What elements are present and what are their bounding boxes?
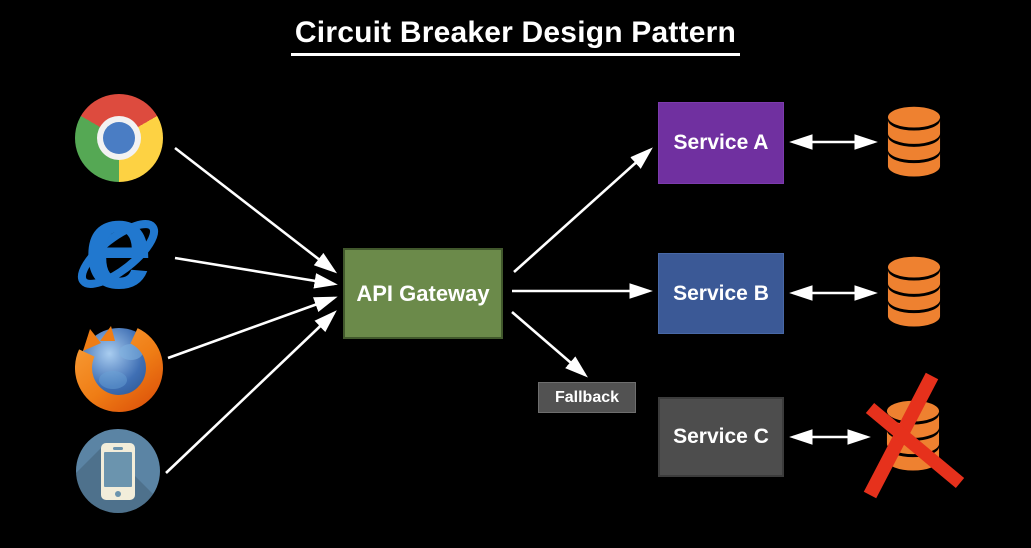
chrome-icon xyxy=(75,94,163,182)
globe-continent xyxy=(119,344,143,360)
internet-explorer-icon: e xyxy=(72,177,164,315)
service-a-box: Service A xyxy=(658,102,784,184)
ie-orbit-ring xyxy=(77,220,159,288)
fallback-label: Fallback xyxy=(554,388,620,406)
api-gateway-label: API Gateway xyxy=(356,280,490,306)
phone-screen xyxy=(104,452,132,487)
database-b-icon xyxy=(887,256,941,327)
phone-body xyxy=(101,443,135,500)
arrow-mobile-to-gateway xyxy=(165,310,337,474)
service-c-box: Service C xyxy=(658,397,784,477)
arrow-ie-to-gateway xyxy=(174,256,338,289)
api-gateway-box: API Gateway xyxy=(343,248,503,339)
ie-e-glyph: e xyxy=(84,177,153,315)
firefox-ear xyxy=(83,329,101,351)
service-b-box: Service B xyxy=(658,253,784,334)
arrow-chrome-to-gateway xyxy=(174,146,338,274)
firefox-ear xyxy=(100,326,115,341)
title-row: Circuit Breaker Design Pattern xyxy=(0,16,1031,56)
mobile-phone-icon xyxy=(76,429,160,513)
service-b-label: Service B xyxy=(673,281,769,305)
arrow-gateway-to-fallback xyxy=(511,311,588,378)
firefox-icon xyxy=(74,324,163,417)
service-a-label: Service A xyxy=(673,131,769,154)
database-a-icon xyxy=(887,106,941,177)
page-title: Circuit Breaker Design Pattern xyxy=(290,16,741,56)
service-c-label: Service C xyxy=(673,425,769,448)
chrome-blue-center xyxy=(103,122,135,154)
globe-continent xyxy=(99,371,127,389)
failed-x-icon xyxy=(863,372,965,499)
fallback-box: Fallback xyxy=(538,382,636,413)
phone-home-button xyxy=(115,491,121,497)
arrow-gateway-to-service-a xyxy=(513,147,653,273)
firefox-fox-body xyxy=(74,328,163,412)
arrow-firefox-to-gateway xyxy=(167,296,338,360)
phone-speaker xyxy=(113,447,123,450)
